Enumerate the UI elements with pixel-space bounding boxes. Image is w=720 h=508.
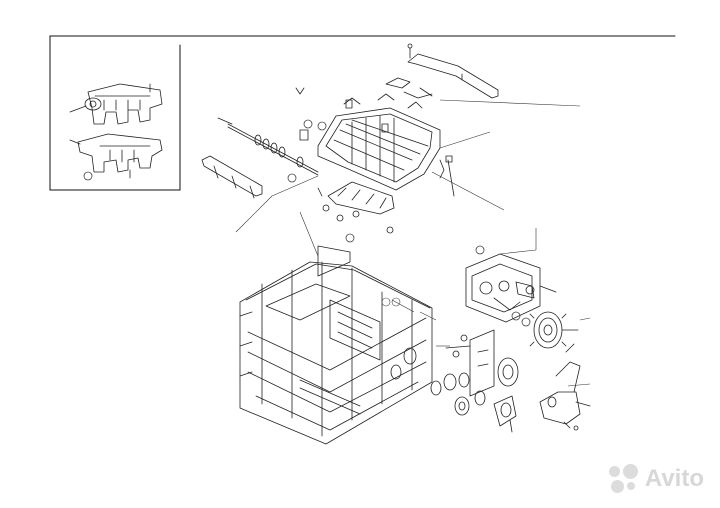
frame-small-parts bbox=[295, 87, 455, 197]
guide-rail bbox=[201, 155, 263, 199]
inset-lower-guide bbox=[69, 133, 163, 181]
drive-assembly bbox=[465, 245, 557, 327]
watermark-text: Avito bbox=[644, 465, 704, 492]
roller-shaft bbox=[217, 117, 319, 183]
inset-upper-guide bbox=[69, 83, 163, 125]
main-frame bbox=[239, 245, 433, 445]
avito-dots-logo-icon bbox=[608, 464, 639, 494]
side-bracket bbox=[539, 343, 591, 431]
motor-bracket bbox=[445, 329, 519, 397]
top-bracket bbox=[407, 43, 499, 99]
leader-lines bbox=[235, 99, 591, 387]
gear-cluster bbox=[430, 372, 517, 433]
avito-watermark: Avito bbox=[608, 464, 704, 494]
lower-exit-guide bbox=[317, 181, 395, 243]
exit-frame-assembly bbox=[317, 77, 441, 191]
main-gear bbox=[529, 311, 579, 349]
detail-inset-box bbox=[49, 35, 181, 191]
